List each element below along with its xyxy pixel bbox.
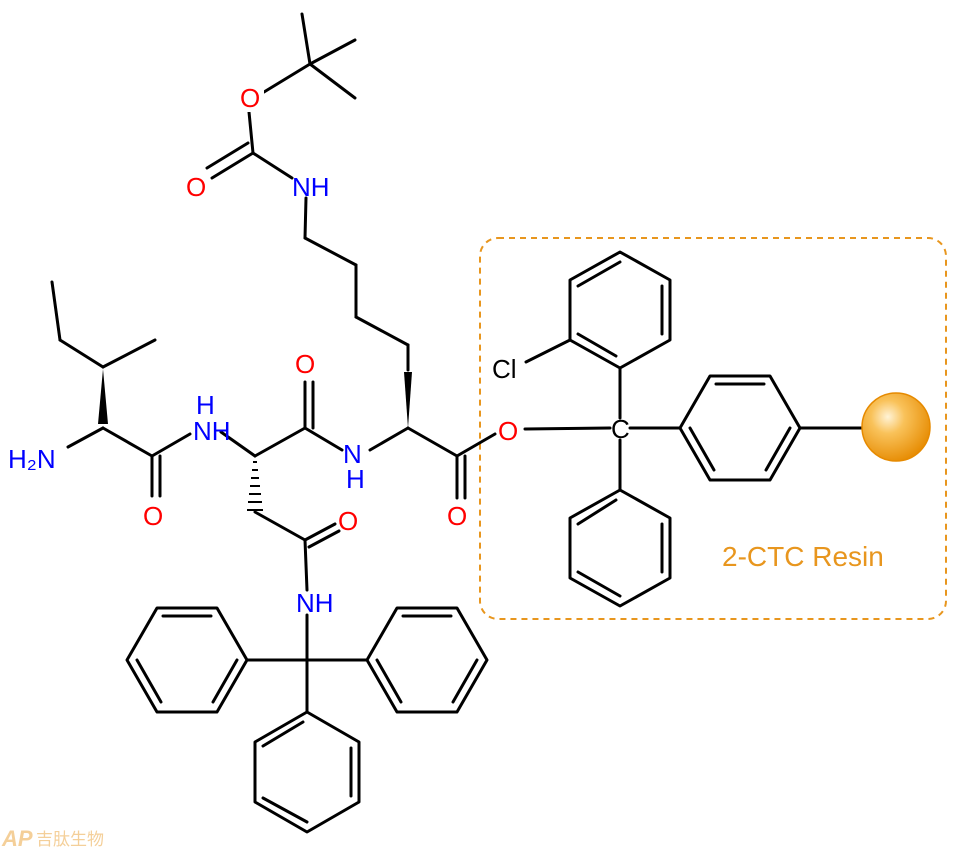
- wedge-lys: [404, 372, 412, 428]
- boc-group: [205, 12, 357, 240]
- atom-o-boc-carbonyl: O: [186, 172, 206, 202]
- atom-n-boc: NH: [292, 172, 330, 202]
- watermark-logo: AP 吉肽生物: [1, 826, 104, 851]
- resin-bead: [862, 393, 930, 461]
- atom-o-ile-carbonyl: O: [143, 501, 163, 531]
- wedge-ile-beta: [98, 369, 108, 424]
- isoleucine: [50, 280, 192, 498]
- trityl-group: [125, 606, 489, 834]
- atom-h-amide2: H: [346, 464, 365, 494]
- atom-cl: Cl: [492, 354, 517, 384]
- atom-n-amide2: N: [343, 439, 362, 469]
- atom-n-amide1: NH: [193, 416, 231, 446]
- atom-o-asn-sidechain: O: [338, 506, 358, 536]
- watermark-latin: AP: [1, 826, 33, 851]
- atom-c-trityl: C: [611, 414, 630, 444]
- atom-labels: O O NH H₂N H NH O O O NH N H O O Cl C 2-…: [8, 83, 884, 618]
- hashed-wedge-asn: [247, 461, 263, 511]
- atom-o-resin-link: O: [498, 416, 518, 446]
- chlorotrityl-linker: [523, 250, 864, 608]
- watermark-chinese: 吉肽生物: [36, 830, 104, 850]
- asparagine: [219, 380, 344, 662]
- atom-h-amide1: H: [196, 390, 215, 420]
- resin-label: 2-CTC Resin: [722, 541, 884, 572]
- atom-h2n-terminal: H₂N: [8, 444, 56, 474]
- lysine-backbone: [368, 426, 497, 500]
- lysine-sidechain: [303, 236, 412, 428]
- atom-n-trt: NH: [296, 588, 334, 618]
- atom-o-lys-carbonyl: O: [447, 501, 467, 531]
- atom-o-asn-carbonyl: O: [295, 349, 315, 379]
- resin-box: [479, 237, 947, 620]
- resin-bead-ring: [861, 392, 931, 462]
- atom-o-boc-ester: O: [240, 83, 260, 113]
